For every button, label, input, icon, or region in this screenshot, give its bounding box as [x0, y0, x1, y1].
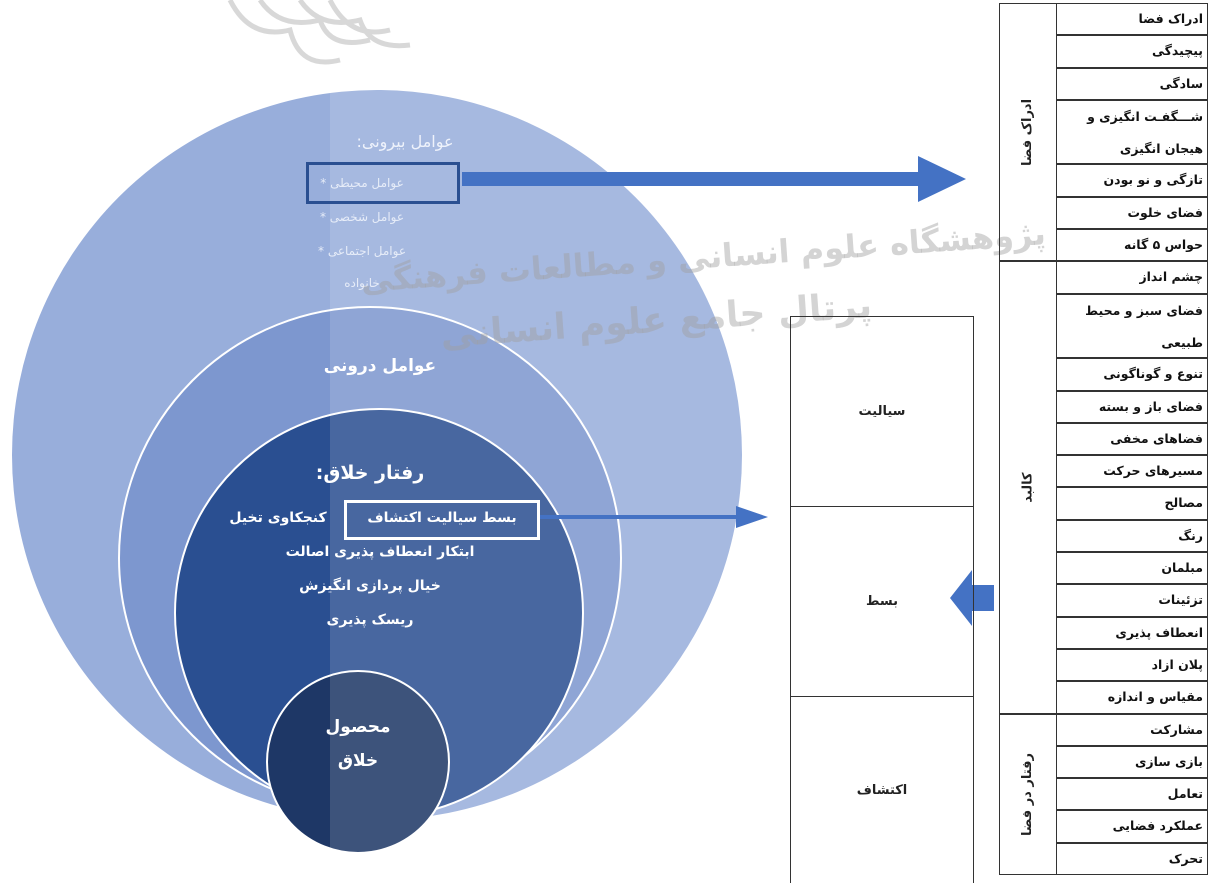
behavior-items-line2: ابتکار انعطاف پذیری اصالت: [285, 544, 475, 560]
external-factor-item: عوامل اجتماعی *: [318, 244, 406, 258]
creative-product-line2: خلاق: [337, 751, 379, 771]
component-cell-fluency: سیالیت: [791, 317, 973, 507]
table-item: مسیرهای حرکت: [1056, 455, 1208, 488]
internal-factors-title: عوامل درونی: [323, 356, 437, 376]
group-label: رفتار در فضا: [1020, 752, 1036, 836]
table-item: شـــگفـت انگیزی و هیجان انگیزی: [1056, 99, 1208, 165]
behavior-highlighted-items: بسط سیالیت اکتشاف: [367, 510, 517, 526]
group-body: کالبد: [999, 261, 1057, 714]
table-item: انعطاف پذیری: [1056, 616, 1208, 649]
table-item: مبلمان: [1056, 552, 1208, 585]
component-cell-elaboration: بسط: [791, 507, 973, 697]
table-item: مقیاس و اندازه: [1056, 681, 1208, 714]
table-item: تعامل: [1056, 778, 1208, 811]
component-cell-exploration: اکتشاف: [856, 782, 908, 798]
table-item: تنوع و گوناگونی: [1056, 358, 1208, 391]
arrow-from-body: [950, 570, 994, 626]
behavior-items-line4: ریسک پذیری: [326, 612, 414, 628]
table-item: سادگی: [1056, 67, 1208, 100]
external-factors-title: عوامل بیرونی:: [356, 132, 454, 151]
table-item: فضای باز و بسته: [1056, 390, 1208, 423]
group-behavior-in-space: رفتار در فضا: [999, 713, 1057, 875]
table-item: حواس ۵ گانه: [1056, 229, 1208, 262]
watermark-overlay: [330, 90, 788, 878]
table-item: بازی سازی: [1056, 745, 1208, 779]
group-label: ادراک فضا: [1020, 98, 1036, 166]
behavior-items-line3: خیال پردازی انگیزش: [299, 578, 441, 594]
table-item: مشارکت: [1056, 713, 1208, 746]
table-item: عملکرد فضایی: [1056, 810, 1208, 843]
table-item: ادراک فضا: [1056, 3, 1208, 36]
group-label: کالبد: [1020, 472, 1036, 503]
table-item: فضاهای مخفی: [1056, 422, 1208, 456]
creative-behavior-title: رفتار خلاق:: [315, 462, 425, 484]
external-factor-item: عوامل شخصی *: [319, 210, 405, 224]
arrow-to-space-perception: [462, 156, 966, 202]
creative-product-label: محصول خلاق: [300, 710, 416, 778]
creative-product-line1: محصول: [325, 717, 391, 737]
external-factor-item: خانواده: [344, 276, 380, 290]
behavior-items-line1: کنجکاوی تخیل: [229, 510, 327, 526]
table-item: پیچیدگی: [1056, 35, 1208, 68]
creative-components-table: سیالیت بسط اکتشاف: [790, 316, 974, 883]
table-item: رنگ: [1056, 519, 1208, 553]
table-item: فضای خلوت: [1056, 196, 1208, 230]
table-item: چشم انداز: [1056, 261, 1208, 294]
arrow-to-middle-table: [540, 506, 768, 528]
table-item: مصالح: [1056, 487, 1208, 520]
fluency-elaboration-highlight: [344, 500, 540, 540]
external-factor-item: عوامل محیطی *: [320, 176, 404, 190]
table-item: تزئینات: [1056, 584, 1208, 617]
creative-product-circle: [266, 670, 450, 854]
table-item: تحرک: [1056, 842, 1208, 875]
table-item: فضای سبز و محیط طبیعی: [1056, 293, 1208, 359]
table-item: تازگی و نو بودن: [1056, 164, 1208, 197]
group-space-perception: ادراک فضا: [999, 3, 1057, 262]
table-item: پلان ازاد: [1056, 648, 1208, 682]
environmental-factors-highlight: [306, 162, 460, 204]
